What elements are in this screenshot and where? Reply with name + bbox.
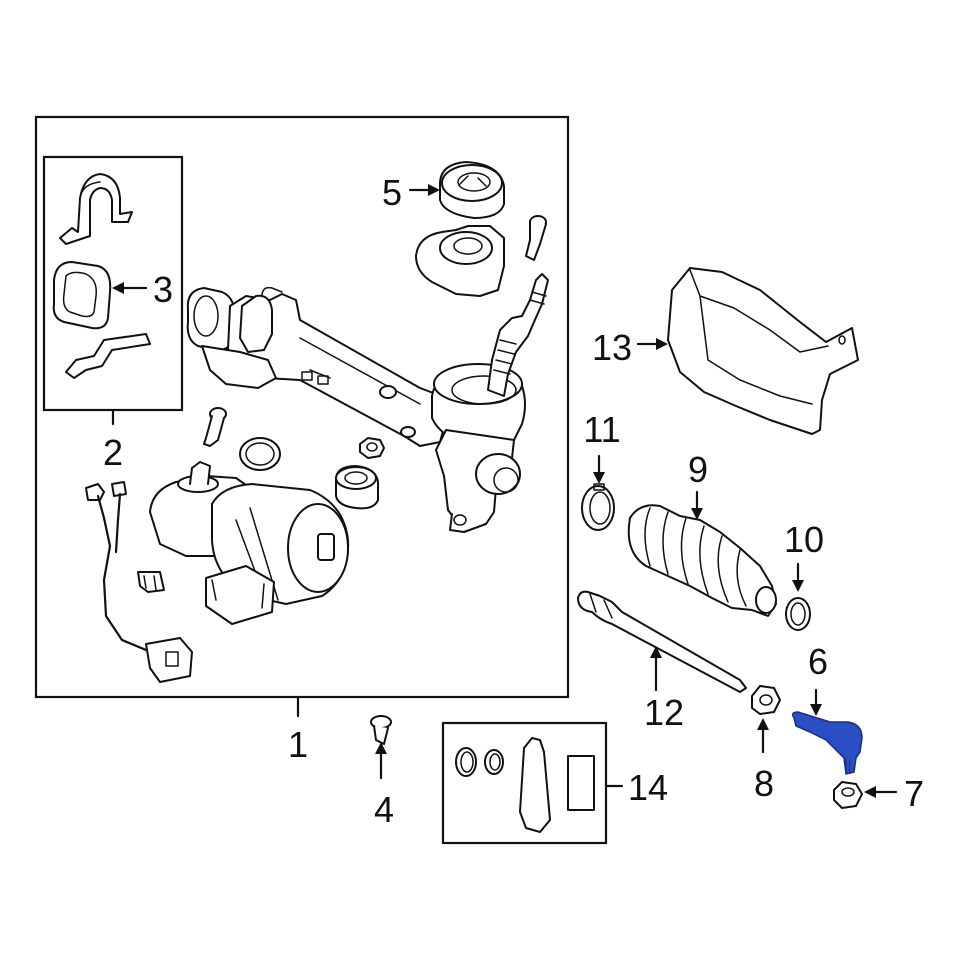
callout-9: 9 [688,449,708,490]
mount-bracket [59,173,133,245]
clamp-part-11 [581,483,615,531]
clamp-part-10 [785,597,811,631]
castle-nut-part-7 [833,781,863,809]
nut [359,437,385,459]
callout-4: 4 [374,789,394,830]
harness-clip [137,571,165,593]
seal-part-5 [439,161,505,219]
electric-motor [149,461,350,625]
assembly-box [34,115,570,699]
bolt [525,215,547,261]
callout-2: 2 [103,432,123,473]
heat-shield-part-13 [667,267,859,435]
callout-6: 6 [808,641,828,682]
callout-1: 1 [288,724,308,765]
inner-tie-rod-part-12 [577,590,747,693]
callout-8: 8 [754,763,774,804]
boot-kit-box [441,721,608,845]
boot-kit-contents [455,737,595,833]
housing-bolt [203,407,227,447]
bushing-part-3 [52,261,112,330]
bracket-plate [65,333,151,379]
pinion-boot [415,225,505,297]
adjuster-plug [335,465,379,510]
jam-nut-part-8 [751,685,781,715]
bellows-boot-part-9 [627,504,777,617]
callout-11: 11 [583,409,620,450]
steering-rack-housing [186,273,549,533]
callout-5: 5 [382,172,402,213]
outer-tie-rod-end-part-6 [791,711,863,775]
callout-14: 14 [628,767,668,808]
callout-10: 10 [784,519,824,560]
callout-13: 13 [592,327,632,368]
callout-7: 7 [904,773,924,814]
callout-3: 3 [153,269,173,310]
wiring-harness [85,481,193,683]
callout-12: 12 [644,692,684,733]
push-pin-part-4 [370,715,392,745]
